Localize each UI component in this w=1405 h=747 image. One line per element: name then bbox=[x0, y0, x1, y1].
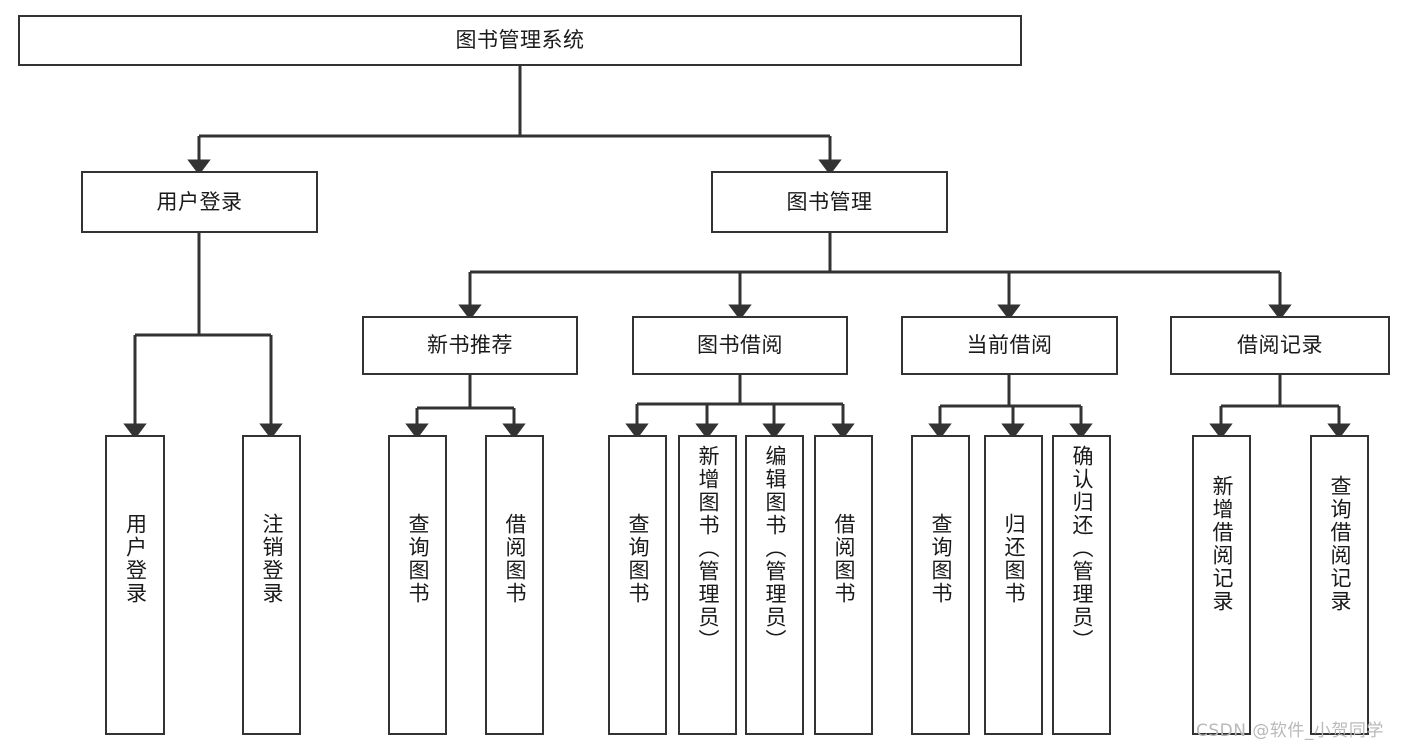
node-new-book-recommend[interactable]: 新书推荐 bbox=[362, 316, 578, 375]
node-root[interactable]: 图书管理系统 bbox=[18, 15, 1022, 66]
leaf-user-login[interactable]: 用户登录 bbox=[105, 435, 165, 735]
leaf-borrow-books-recommend-label: 借阅图书 bbox=[503, 513, 527, 605]
leaf-add-borrow-record[interactable]: 新增借阅记录 bbox=[1192, 435, 1251, 735]
leaf-query-books-borrow-label: 查询图书 bbox=[626, 513, 650, 605]
leaf-query-books-recommend[interactable]: 查询图书 bbox=[388, 435, 447, 735]
node-borrow-records-label: 借阅记录 bbox=[1237, 333, 1323, 358]
node-book-borrow[interactable]: 图书借阅 bbox=[632, 316, 848, 375]
leaf-return-books-label: 归还图书 bbox=[1002, 513, 1026, 605]
leaf-edit-book-admin-label: 编辑图书（管理员） bbox=[763, 445, 787, 652]
node-book-borrow-label: 图书借阅 bbox=[697, 333, 783, 358]
leaf-confirm-return-admin[interactable]: 确认归还（管理员） bbox=[1052, 435, 1111, 735]
node-current-borrow[interactable]: 当前借阅 bbox=[901, 316, 1118, 375]
leaf-query-books-current-label: 查询图书 bbox=[929, 513, 953, 605]
node-book-management-label: 图书管理 bbox=[786, 189, 873, 214]
node-book-management[interactable]: 图书管理 bbox=[711, 171, 948, 233]
leaf-query-borrow-record-label: 查询借阅记录 bbox=[1328, 475, 1352, 613]
leaf-user-login-label: 用户登录 bbox=[123, 513, 148, 605]
leaf-borrow-books-label: 借阅图书 bbox=[832, 513, 856, 605]
leaf-query-borrow-record[interactable]: 查询借阅记录 bbox=[1310, 435, 1369, 735]
csdn-watermark: CSDN @软件_小贺同学 bbox=[1196, 721, 1384, 741]
leaf-return-books[interactable]: 归还图书 bbox=[984, 435, 1043, 735]
node-new-book-recommend-label: 新书推荐 bbox=[427, 333, 513, 358]
leaf-borrow-books-recommend[interactable]: 借阅图书 bbox=[485, 435, 544, 735]
leaf-logout[interactable]: 注销登录 bbox=[242, 435, 301, 735]
leaf-borrow-books[interactable]: 借阅图书 bbox=[814, 435, 873, 735]
leaf-add-book-admin[interactable]: 新增图书（管理员） bbox=[678, 435, 737, 735]
leaf-query-books-current[interactable]: 查询图书 bbox=[911, 435, 970, 735]
node-current-borrow-label: 当前借阅 bbox=[966, 333, 1053, 358]
leaf-query-books-recommend-label: 查询图书 bbox=[406, 513, 430, 605]
node-borrow-records[interactable]: 借阅记录 bbox=[1170, 316, 1390, 375]
leaf-logout-label: 注销登录 bbox=[260, 513, 284, 605]
leaf-query-books-borrow[interactable]: 查询图书 bbox=[608, 435, 667, 735]
node-user-login[interactable]: 用户登录 bbox=[81, 171, 318, 233]
leaf-add-borrow-record-label: 新增借阅记录 bbox=[1210, 475, 1234, 613]
leaf-confirm-return-admin-label: 确认归还（管理员） bbox=[1070, 445, 1094, 652]
leaf-edit-book-admin[interactable]: 编辑图书（管理员） bbox=[745, 435, 804, 735]
node-root-label: 图书管理系统 bbox=[455, 28, 585, 53]
node-user-login-label: 用户登录 bbox=[156, 189, 243, 214]
leaf-add-book-admin-label: 新增图书（管理员） bbox=[696, 445, 720, 652]
